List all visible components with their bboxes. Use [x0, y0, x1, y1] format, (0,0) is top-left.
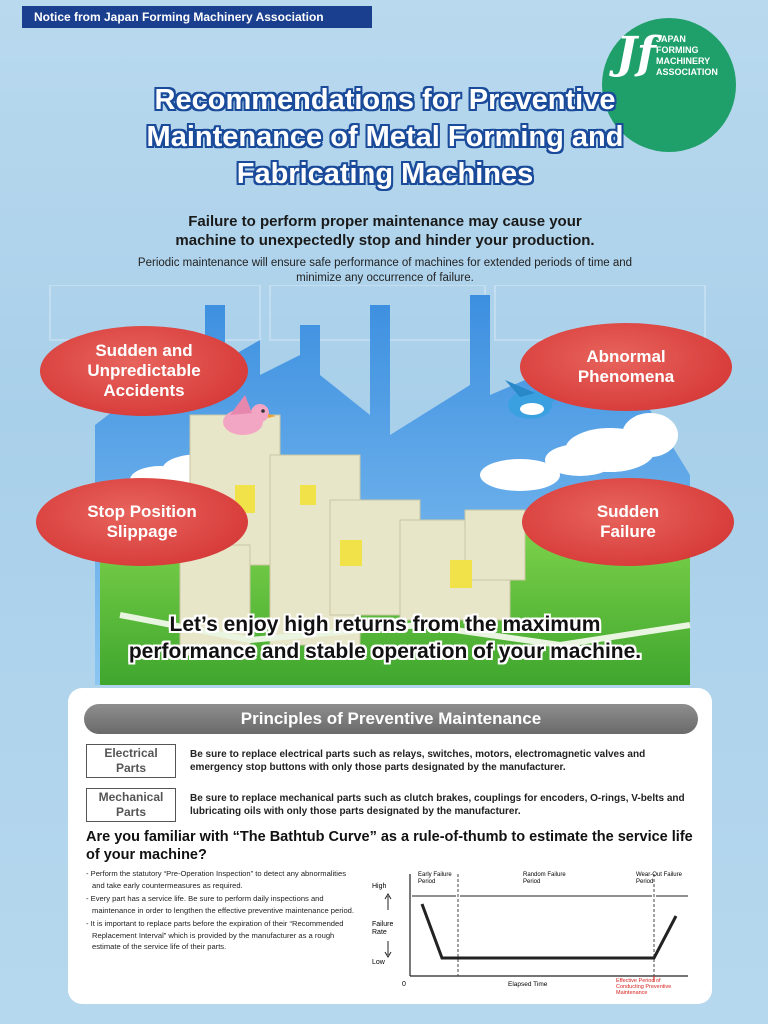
- notice-banner: Notice from Japan Forming Machinery Asso…: [22, 6, 372, 28]
- electrical-parts-label: Electrical Parts: [86, 744, 176, 778]
- logo-text: JAPAN FORMING MACHINERY ASSOCIATION: [656, 34, 736, 78]
- sublead-line: minimize any occurrence of failure.: [296, 272, 474, 284]
- title-line: Fabricating Machines: [236, 158, 534, 190]
- x-axis-label: Elapsed Time: [508, 981, 548, 988]
- y-rate-line: Failure: [372, 921, 394, 928]
- list-item: - It is important to replace parts befor…: [86, 919, 344, 951]
- label-line: Period: [636, 879, 653, 885]
- bubble-sudden-accidents: Sudden and Unpredictable Accidents: [40, 326, 248, 416]
- bathtub-question: Are you familiar with “The Bathtub Curve…: [86, 829, 693, 863]
- slogan-line: Let’s enjoy high returns from the maximu…: [169, 613, 601, 636]
- bubble-abnormal-phenomena: Abnormal Phenomena: [520, 323, 732, 411]
- jfma-logo: Jf JAPAN FORMING MACHINERY ASSOCIATION: [602, 18, 736, 152]
- lead-line: Failure to perform proper maintenance ma…: [188, 213, 582, 230]
- principles-panel: Principles of Preventive Maintenance Ele…: [68, 688, 712, 1004]
- electrical-parts-text: Be sure to replace electrical parts such…: [190, 749, 646, 773]
- logo-line: ASSOCIATION: [656, 67, 718, 77]
- lead-line: machine to unexpectedly stop and hinder …: [175, 232, 595, 249]
- lead-text: Failure to perform proper maintenance ma…: [60, 212, 710, 250]
- up-arrow-icon: [384, 893, 392, 910]
- logo-mark: Jf: [616, 28, 656, 79]
- bathtub-curve: [420, 903, 678, 960]
- principles-heading: Principles of Preventive Maintenance: [84, 704, 698, 734]
- label-line: Wear-Out Failure: [636, 872, 683, 878]
- title-line: Maintenance of Metal Forming and: [146, 121, 624, 153]
- y-high-label: High: [372, 883, 387, 890]
- origin-label: 0: [402, 981, 406, 988]
- label-line: Effective Period of: [616, 978, 661, 984]
- title-line: Recommendations for Preventive: [154, 84, 616, 116]
- mechanical-parts-text: Be sure to replace mechanical parts such…: [190, 793, 685, 817]
- page-title: Recommendations for Preventive Maintenan…: [40, 82, 730, 193]
- pink-bird-icon: [223, 395, 276, 435]
- y-rate-line: Rate: [372, 929, 387, 936]
- label-line: Period: [418, 879, 435, 885]
- list-item: - Every part has a service life. Be sure…: [86, 894, 355, 915]
- bubble-sudden-failure: Sudden Failure: [522, 478, 734, 566]
- down-arrow-icon: [384, 941, 392, 958]
- label-line: Maintenance: [616, 990, 648, 996]
- bubble-stop-position-slippage: Stop Position Slippage: [36, 478, 248, 566]
- logo-line: MACHINERY: [656, 56, 711, 66]
- logo-line: FORMING: [656, 45, 699, 55]
- mechanical-parts-label: Mechanical Parts: [86, 788, 176, 822]
- bathtub-bullets: - Perform the statutory “Pre-Operation I…: [86, 868, 356, 955]
- list-item: - Perform the statutory “Pre-Operation I…: [86, 869, 346, 890]
- label-line: Period: [523, 879, 540, 885]
- label-line: Random Failure: [523, 872, 566, 878]
- label-line: Early Failure: [418, 872, 452, 878]
- slogan-line: performance and stable operation of your…: [128, 640, 642, 663]
- sublead-text: Periodic maintenance will ensure safe pe…: [80, 256, 690, 286]
- sublead-line: Periodic maintenance will ensure safe pe…: [137, 257, 633, 269]
- label-line: Conducting Preventive: [616, 984, 671, 990]
- logo-line: JAPAN: [656, 34, 686, 44]
- y-low-label: Low: [372, 959, 386, 966]
- slogan: Let’s enjoy high returns from the maximu…: [40, 611, 730, 665]
